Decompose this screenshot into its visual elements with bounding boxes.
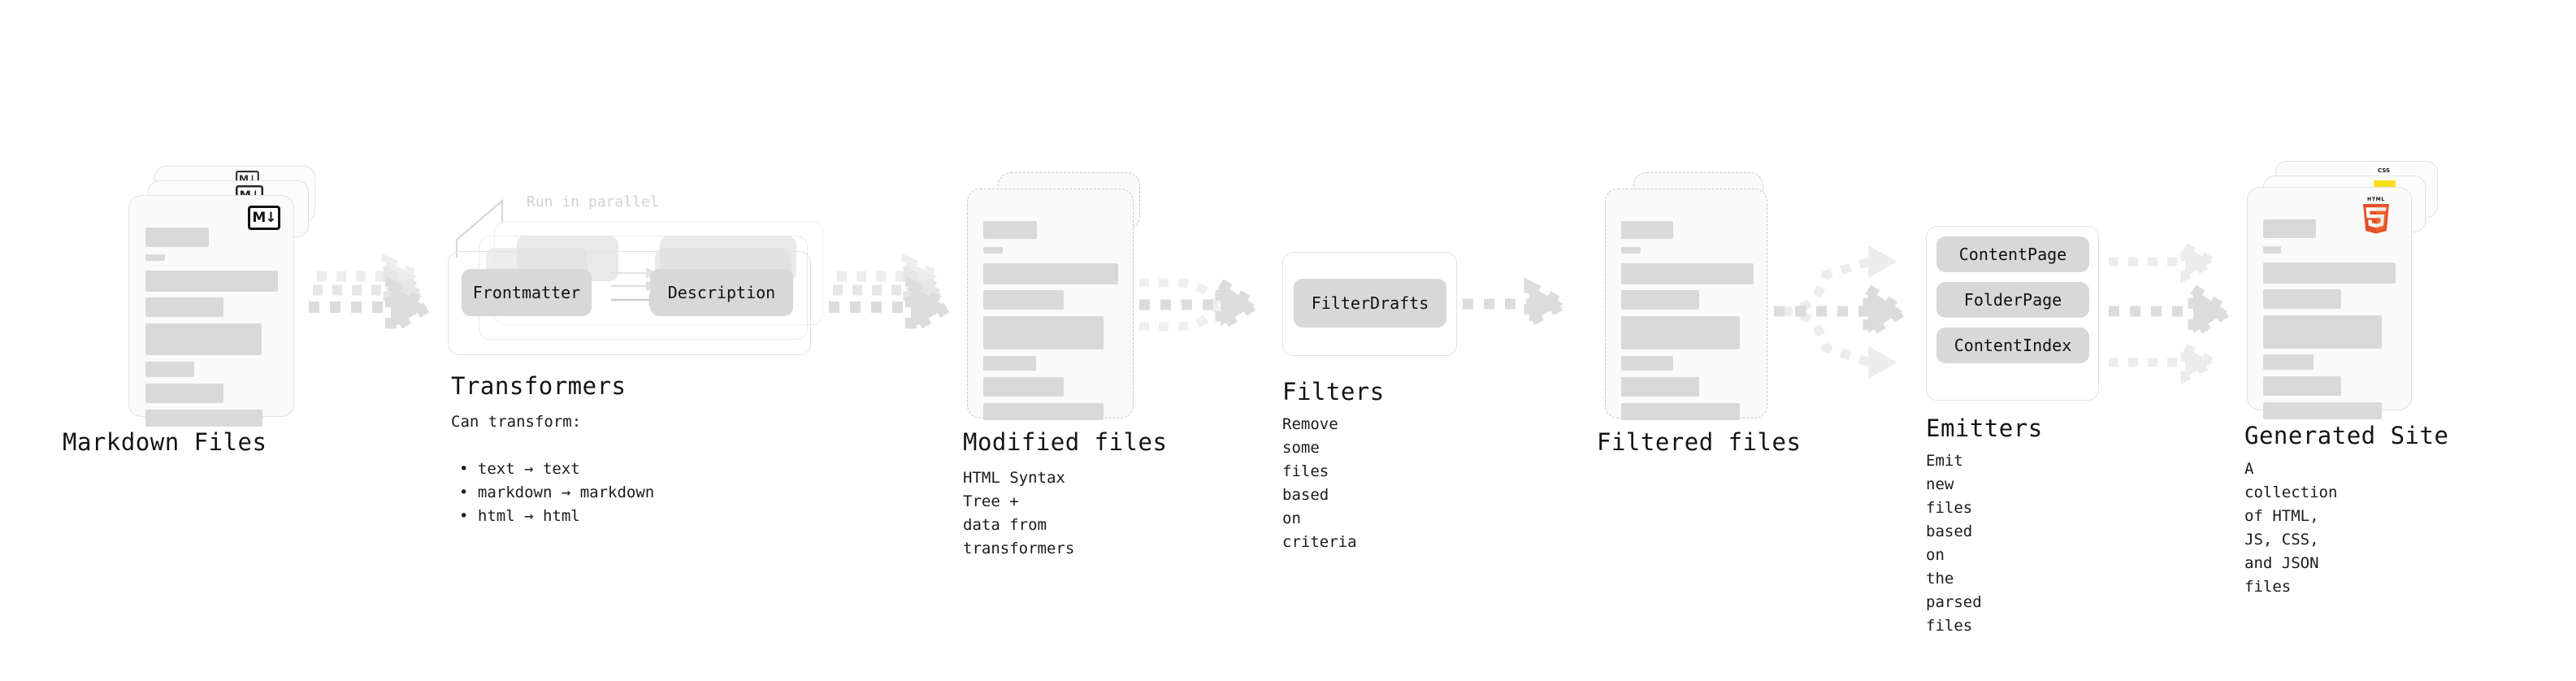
markdown-icon: M↓ xyxy=(248,206,280,230)
transformer-box-front xyxy=(448,251,811,355)
transformers-bullet-1: • markdown → markdown xyxy=(459,484,655,501)
skeleton-block xyxy=(983,356,1036,371)
run-in-parallel-label: Run in parallel xyxy=(527,193,659,210)
skeleton-block xyxy=(145,362,194,377)
skeleton-block xyxy=(145,297,223,317)
transformer-chip-description[interactable]: Description xyxy=(650,269,793,316)
transformer-chip-frontmatter[interactable]: Frontmatter xyxy=(462,269,592,316)
stage-title-transformers: Transformers xyxy=(451,372,627,400)
stage-generated-site: CSS HTML Generated Site A collection of … xyxy=(0,0,2448,681)
stage-filtered-files: Filtered files xyxy=(0,0,1801,681)
filters-box xyxy=(1282,252,1457,356)
emitters-subtitle: Emit new files based on the parsed files xyxy=(1926,452,1982,635)
skeleton-block xyxy=(983,377,1064,397)
bullet-dot: • xyxy=(459,507,478,525)
markdown-card-front xyxy=(128,195,294,427)
skeleton-block xyxy=(2263,315,2382,349)
transformers-subtitle: Can transform: xyxy=(451,413,582,431)
skeleton-block xyxy=(145,410,262,427)
arrow-modified-to-filters-merge xyxy=(1139,274,1265,336)
skeleton-meta xyxy=(145,254,165,261)
transformers-bullet-0: • text → text xyxy=(459,460,580,478)
filters-chip-filterdrafts[interactable]: FilterDrafts xyxy=(1294,279,1446,327)
filters-subtitle: Remove some files based on criteria xyxy=(1282,415,1357,551)
stage-title-generated-site: Generated Site xyxy=(2244,422,2449,449)
skeleton-title xyxy=(1621,221,1673,239)
skeleton-block xyxy=(983,263,1118,284)
skeleton-block xyxy=(2263,354,2314,370)
skeleton-block xyxy=(2263,376,2341,396)
emitters-chip-contentindex[interactable]: ContentIndex xyxy=(1936,327,2089,363)
skeleton-block xyxy=(145,323,262,355)
generated-site-subtitle: A collection of HTML, JS, CSS, and JSON … xyxy=(2244,460,2338,596)
arrow-filters-to-filtered xyxy=(1463,277,1576,331)
modified-files-subtitle: HTML Syntax Tree + data from transformer… xyxy=(963,469,1075,557)
site-card-front xyxy=(2247,187,2412,419)
skeleton-block xyxy=(2263,402,2382,419)
stage-title-emitters: Emitters xyxy=(1926,414,2043,442)
bullet-dot: • xyxy=(459,460,478,478)
stage-modified-files: Modified files HTML Syntax Tree + data f… xyxy=(0,0,1167,681)
skeleton-block xyxy=(145,271,278,292)
arrow-filtered-to-emitters-branch xyxy=(1774,245,1913,379)
modified-card-front xyxy=(967,189,1134,420)
stage-title-filtered-files: Filtered files xyxy=(1597,428,1802,456)
skeleton-block xyxy=(1621,316,1740,349)
stage-title-markdown-files: Markdown Files xyxy=(63,428,267,456)
skeleton-block xyxy=(983,403,1104,420)
skeleton-block xyxy=(145,384,223,403)
skeleton-block xyxy=(1621,290,1699,310)
skeleton-block xyxy=(983,316,1104,349)
filtered-card-front xyxy=(1605,189,1767,420)
stage-markdown-files: M↓ M↓ M↓ Markdown Files xyxy=(0,0,325,681)
transformers-bullet-2: • html → html xyxy=(459,507,580,525)
stage-title-modified-files: Modified files xyxy=(963,428,1168,456)
skeleton-block xyxy=(1621,263,1754,284)
skeleton-meta xyxy=(983,247,1003,254)
emitters-chip-folderpage[interactable]: FolderPage xyxy=(1936,282,2089,318)
skeleton-block xyxy=(2263,262,2396,284)
skeleton-title xyxy=(2263,219,2316,238)
emitters-box xyxy=(1926,226,2099,401)
bullet-dot: • xyxy=(459,484,478,501)
stage-transformers: Run in parallel Frontmatter Description … xyxy=(0,0,894,681)
skeleton-block xyxy=(1621,403,1740,420)
stage-emitters: ContentPage FolderPage ContentIndex Emit… xyxy=(0,0,2099,681)
stage-title-filters: Filters xyxy=(1282,378,1385,406)
emitters-chip-contentpage[interactable]: ContentPage xyxy=(1936,236,2089,272)
skeleton-meta xyxy=(1621,247,1641,254)
skeleton-block xyxy=(1621,356,1673,371)
skeleton-meta xyxy=(2263,246,2281,254)
skeleton-block xyxy=(2263,289,2341,309)
stage-filters: FilterDrafts Filters Remove some files b… xyxy=(0,0,1457,681)
skeleton-title xyxy=(145,228,209,247)
skeleton-block xyxy=(1621,377,1699,397)
skeleton-title xyxy=(983,221,1037,239)
skeleton-block xyxy=(983,290,1064,310)
